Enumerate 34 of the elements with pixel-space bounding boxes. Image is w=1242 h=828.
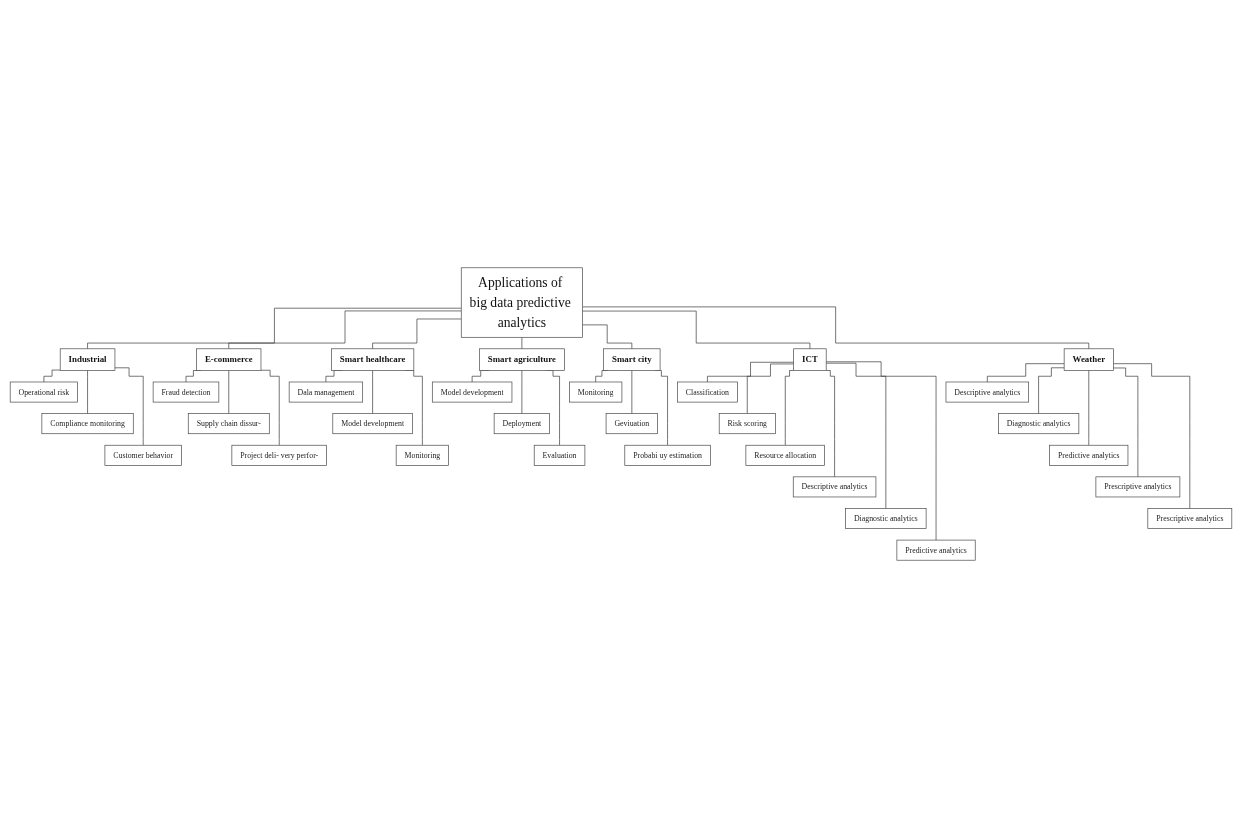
connector bbox=[1113, 367, 1139, 478]
node-box: E-commerce bbox=[196, 348, 262, 371]
node-box: Applications of big data predictive analytics bbox=[460, 267, 583, 338]
node-box: Industrial bbox=[59, 348, 116, 371]
connector bbox=[372, 318, 462, 350]
connector bbox=[43, 369, 61, 383]
connector bbox=[87, 370, 88, 414]
node-box: Smart healthcare bbox=[331, 348, 415, 371]
connector bbox=[114, 367, 144, 446]
node-box: Smart city bbox=[603, 348, 661, 371]
connector bbox=[825, 361, 937, 541]
connector bbox=[746, 363, 794, 414]
node-box: ICT bbox=[793, 348, 827, 371]
connector bbox=[582, 310, 811, 350]
connector bbox=[87, 307, 462, 350]
connector bbox=[784, 370, 795, 446]
connector bbox=[260, 369, 280, 446]
connector bbox=[1038, 367, 1065, 414]
connector bbox=[707, 361, 794, 383]
connector bbox=[521, 370, 523, 414]
connector bbox=[228, 310, 462, 350]
connector bbox=[1088, 370, 1090, 446]
node-box: Smart agriculture bbox=[479, 348, 565, 371]
connector bbox=[582, 306, 1090, 350]
connector bbox=[1113, 363, 1191, 509]
connector bbox=[372, 370, 373, 414]
connector bbox=[582, 324, 633, 350]
connector bbox=[825, 370, 835, 478]
node-box: Weather bbox=[1063, 348, 1114, 371]
connector bbox=[228, 370, 230, 414]
connector bbox=[825, 362, 887, 509]
connector bbox=[521, 336, 523, 350]
connector bbox=[631, 370, 633, 414]
connector bbox=[987, 363, 1065, 383]
